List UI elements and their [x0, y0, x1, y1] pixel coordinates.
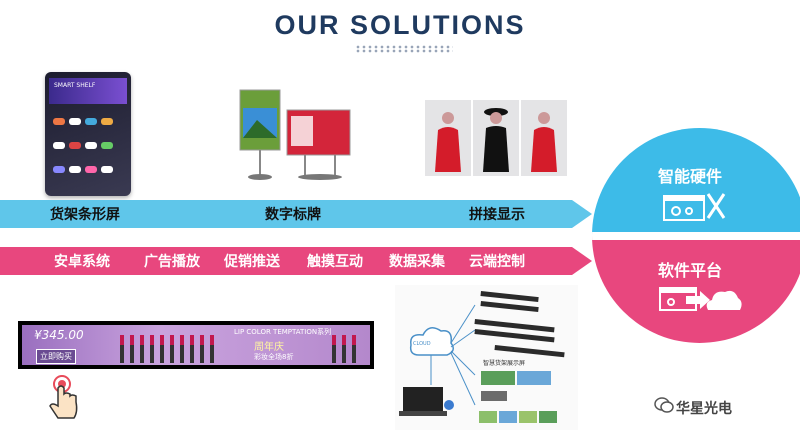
bar-display-screen: ¥345.00 立即购买 LIP COLOR TEMPTATION系列 周年庆 … [22, 325, 370, 365]
hardware-band: 货架条形屏 数字标牌 拼接显示 [0, 200, 592, 228]
bar-promo-anniversary: 周年庆 [254, 342, 284, 353]
lipstick-item [130, 335, 134, 363]
lipstick-item [140, 335, 144, 363]
watermark-brand: 华星光电 [676, 401, 732, 417]
shelf-bar-display: ¥345.00 立即购买 LIP COLOR TEMPTATION系列 周年庆 … [18, 321, 374, 369]
wechat-icon [654, 397, 674, 413]
touch-hand-icon [49, 375, 78, 419]
lipstick-item [120, 335, 124, 363]
lipstick-item [200, 335, 204, 363]
circle-bottom-label: 软件平台 [658, 261, 723, 280]
shoe-item [53, 142, 65, 149]
band-label-android: 安卓系统 [54, 254, 110, 270]
diagram-cloud-label: CLOUD [413, 341, 431, 347]
shoe-item [53, 118, 65, 125]
shelf-banner-text: SMART SHELF [54, 82, 96, 89]
lipstick-item [150, 335, 154, 363]
shoe-item [69, 166, 81, 173]
circle-top-label: 智能硬件 [658, 167, 723, 186]
shelf-display-image: SMART SHELF [45, 72, 131, 196]
lipstick-item [352, 335, 356, 363]
lipstick-item [170, 335, 174, 363]
shoe-item [101, 142, 113, 149]
cloud-network-diagram: CLOUD 智慧货架展示屏 [395, 285, 578, 430]
lipstick-item [160, 335, 164, 363]
lipstick-item [190, 335, 194, 363]
page-title: OUR SOLUTIONS [274, 10, 526, 40]
digital-signage-image [239, 89, 351, 180]
lipstick-item [210, 335, 214, 363]
software-band: 安卓系统 广告播放 促销推送 触摸互动 数据采集 云端控制 [0, 247, 592, 275]
buy-now-button[interactable]: 立即购买 [36, 349, 76, 364]
shoe-item [85, 166, 97, 173]
band-label-data-collection: 数据采集 [389, 254, 445, 270]
shoe-item [85, 142, 97, 149]
band-label-video-wall: 拼接显示 [469, 207, 525, 223]
band-label-ad-playback: 广告播放 [144, 254, 200, 270]
circle-hardware-half [592, 128, 800, 236]
band-label-digital-signage: 数字标牌 [265, 207, 321, 223]
solution-circle: 智能硬件 软件平台 [592, 128, 800, 343]
network-diagram-graphic [399, 291, 565, 423]
shoe-item [101, 118, 113, 125]
lipstick-item [180, 335, 184, 363]
shoe-item [69, 142, 81, 149]
title-underline-dots [355, 45, 453, 53]
band-label-shelf-strip-screen: 货架条形屏 [50, 207, 120, 223]
shelf-banner: SMART SHELF [49, 78, 127, 104]
bar-headline: LIP COLOR TEMPTATION系列 [234, 328, 332, 336]
bar-promo-discount: 彩妆全场8折 [254, 353, 294, 361]
shoe-item [53, 166, 65, 173]
band-label-cloud-control: 云端控制 [469, 254, 525, 270]
shoe-item [101, 166, 113, 173]
cloud-software-icon [659, 287, 742, 311]
shoe-item [69, 118, 81, 125]
band-label-touch-interaction: 触摸互动 [307, 254, 363, 270]
band-label-promo-push: 促销推送 [224, 254, 280, 270]
circle-divider [592, 231, 800, 240]
hardware-tools-icon [663, 193, 726, 221]
shoe-item [85, 118, 97, 125]
diagram-caption: 智慧货架展示屏 [483, 360, 526, 367]
lipstick-item [332, 335, 336, 363]
video-wall-image [425, 100, 567, 176]
bar-price: ¥345.00 [34, 328, 84, 342]
lipstick-item [342, 335, 346, 363]
